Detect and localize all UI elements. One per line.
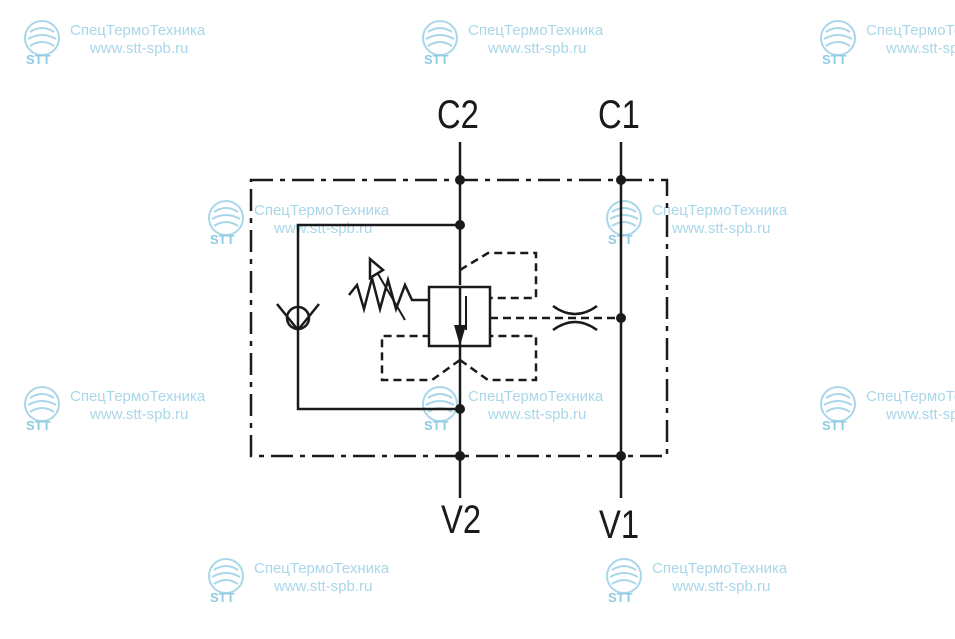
watermark-name: СпецТермоТехника	[652, 202, 788, 219]
watermark-url: www.stt-spb.ru	[488, 406, 587, 423]
stt-logo-icon	[820, 386, 856, 422]
watermark-abbr: STT	[608, 590, 633, 605]
watermark-abbr: STT	[822, 52, 847, 67]
stt-logo-icon	[208, 200, 244, 236]
orifice-icon	[552, 304, 598, 332]
watermark-name: СпецТермоТехника	[866, 388, 955, 405]
watermark: STT СпецТермоТехника www.stt-spb.ru	[420, 384, 660, 444]
adjustable-spring-icon	[348, 275, 429, 314]
check-valve-icon	[276, 303, 320, 331]
stt-logo-icon	[24, 20, 60, 56]
watermark: STT СпецТермоТехника www.stt-spb.ru	[818, 384, 955, 444]
watermark: STT СпецТермоТехника www.stt-spb.ru	[206, 556, 446, 616]
watermark-abbr: STT	[210, 232, 235, 247]
watermark: STT СпецТермоТехника www.stt-spb.ru	[420, 18, 660, 78]
watermark: STT СпецТермоТехника www.stt-spb.ru	[604, 198, 844, 258]
watermark-abbr: STT	[210, 590, 235, 605]
watermark-abbr: STT	[26, 418, 51, 433]
watermark-url: www.stt-spb.ru	[672, 578, 771, 595]
watermark-abbr: STT	[424, 52, 449, 67]
stt-logo-icon	[208, 558, 244, 594]
watermark: STT СпецТермоТехника www.stt-spb.ru	[818, 18, 955, 78]
stt-logo-icon	[606, 200, 642, 236]
watermark-name: СпецТермоТехника	[70, 388, 206, 405]
watermark-abbr: STT	[822, 418, 847, 433]
watermark-url: www.stt-spb.ru	[488, 40, 587, 57]
stt-logo-icon	[820, 20, 856, 56]
bypass-line	[296, 223, 460, 411]
drain-line-left	[380, 334, 461, 382]
watermark-url: www.stt-spb.ru	[886, 40, 955, 57]
pilot-line-upper	[459, 251, 538, 300]
adjust-arrowhead-icon	[368, 256, 386, 281]
port-label-v1: V1	[599, 503, 640, 547]
watermark-url: www.stt-spb.ru	[274, 578, 373, 595]
port-label-v2: V2	[441, 498, 482, 542]
watermark-name: СпецТермоТехника	[652, 560, 788, 577]
junction-dots	[455, 175, 626, 461]
watermark-url: www.stt-spb.ru	[886, 406, 955, 423]
stt-logo-icon	[422, 20, 458, 56]
watermark-url: www.stt-spb.ru	[90, 40, 189, 57]
watermark-abbr: STT	[26, 52, 51, 67]
watermark-url: www.stt-spb.ru	[90, 406, 189, 423]
watermark-name: СпецТермоТехника	[468, 22, 604, 39]
watermark: STT СпецТермоТехника www.stt-spb.ru	[604, 556, 844, 616]
pilot-line-lower	[459, 334, 538, 382]
watermark-name: СпецТермоТехника	[866, 22, 955, 39]
flow-arrow-icon	[454, 325, 466, 346]
watermark-name: СпецТермоТехника	[254, 202, 390, 219]
port-label-c1: C1	[598, 93, 640, 137]
watermark-name: СпецТермоТехника	[254, 560, 390, 577]
stt-logo-icon	[606, 558, 642, 594]
watermark-name: СпецТермоТехника	[468, 388, 604, 405]
watermark: STT СпецТермоТехника www.stt-spb.ru	[22, 384, 262, 444]
watermark-name: СпецТермоТехника	[70, 22, 206, 39]
watermark: STT СпецТермоТехника www.stt-spb.ru	[22, 18, 262, 78]
watermark-abbr: STT	[424, 418, 449, 433]
watermark-url: www.stt-spb.ru	[672, 220, 771, 237]
stt-logo-icon	[24, 386, 60, 422]
port-label-c2: C2	[437, 93, 479, 137]
